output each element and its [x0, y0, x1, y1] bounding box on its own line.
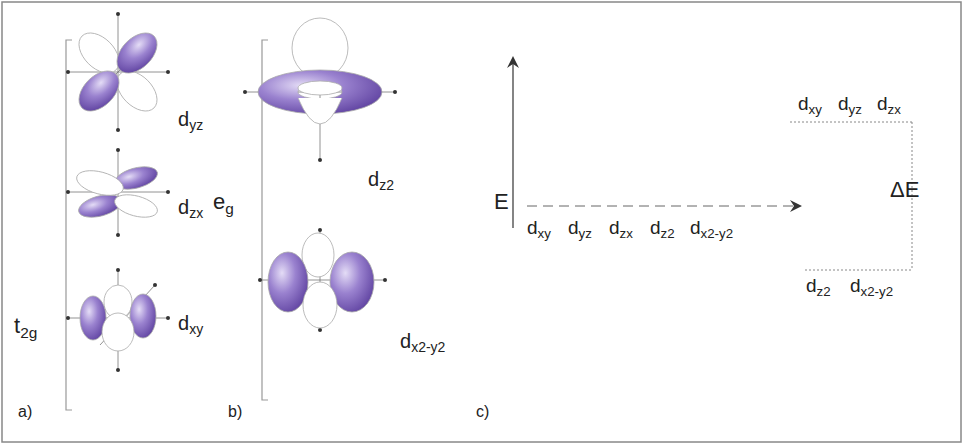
orbital-label: dzx: [877, 94, 901, 118]
orbital-label: dyz: [178, 108, 203, 134]
panel-label: b): [228, 403, 242, 421]
orbital-label: eg: [213, 190, 234, 218]
orbital-label: dyz: [568, 218, 592, 242]
orbital-label: dx2-y2: [850, 276, 893, 300]
orbital-label: dx2-y2: [400, 330, 445, 356]
orbital-label: dzx: [609, 218, 633, 242]
orbital-label: dyz: [838, 94, 862, 118]
orbital-label: t2g: [14, 314, 37, 342]
orbital-label: dz2: [650, 218, 675, 242]
orbital-label: dz2: [368, 168, 394, 194]
orbital-label: dzx: [178, 196, 203, 222]
orbital-label: dxy: [178, 312, 203, 338]
orbital-label: dx2-y2: [690, 218, 733, 242]
panel-label: ΔE: [890, 178, 919, 202]
panel-label: c): [476, 403, 489, 421]
orbital-label: dxy: [798, 94, 822, 118]
panel-label: a): [18, 403, 32, 421]
orbital-label: dz2: [806, 276, 831, 300]
orbital-label: dxy: [527, 218, 551, 242]
panel-label: E: [494, 190, 509, 214]
